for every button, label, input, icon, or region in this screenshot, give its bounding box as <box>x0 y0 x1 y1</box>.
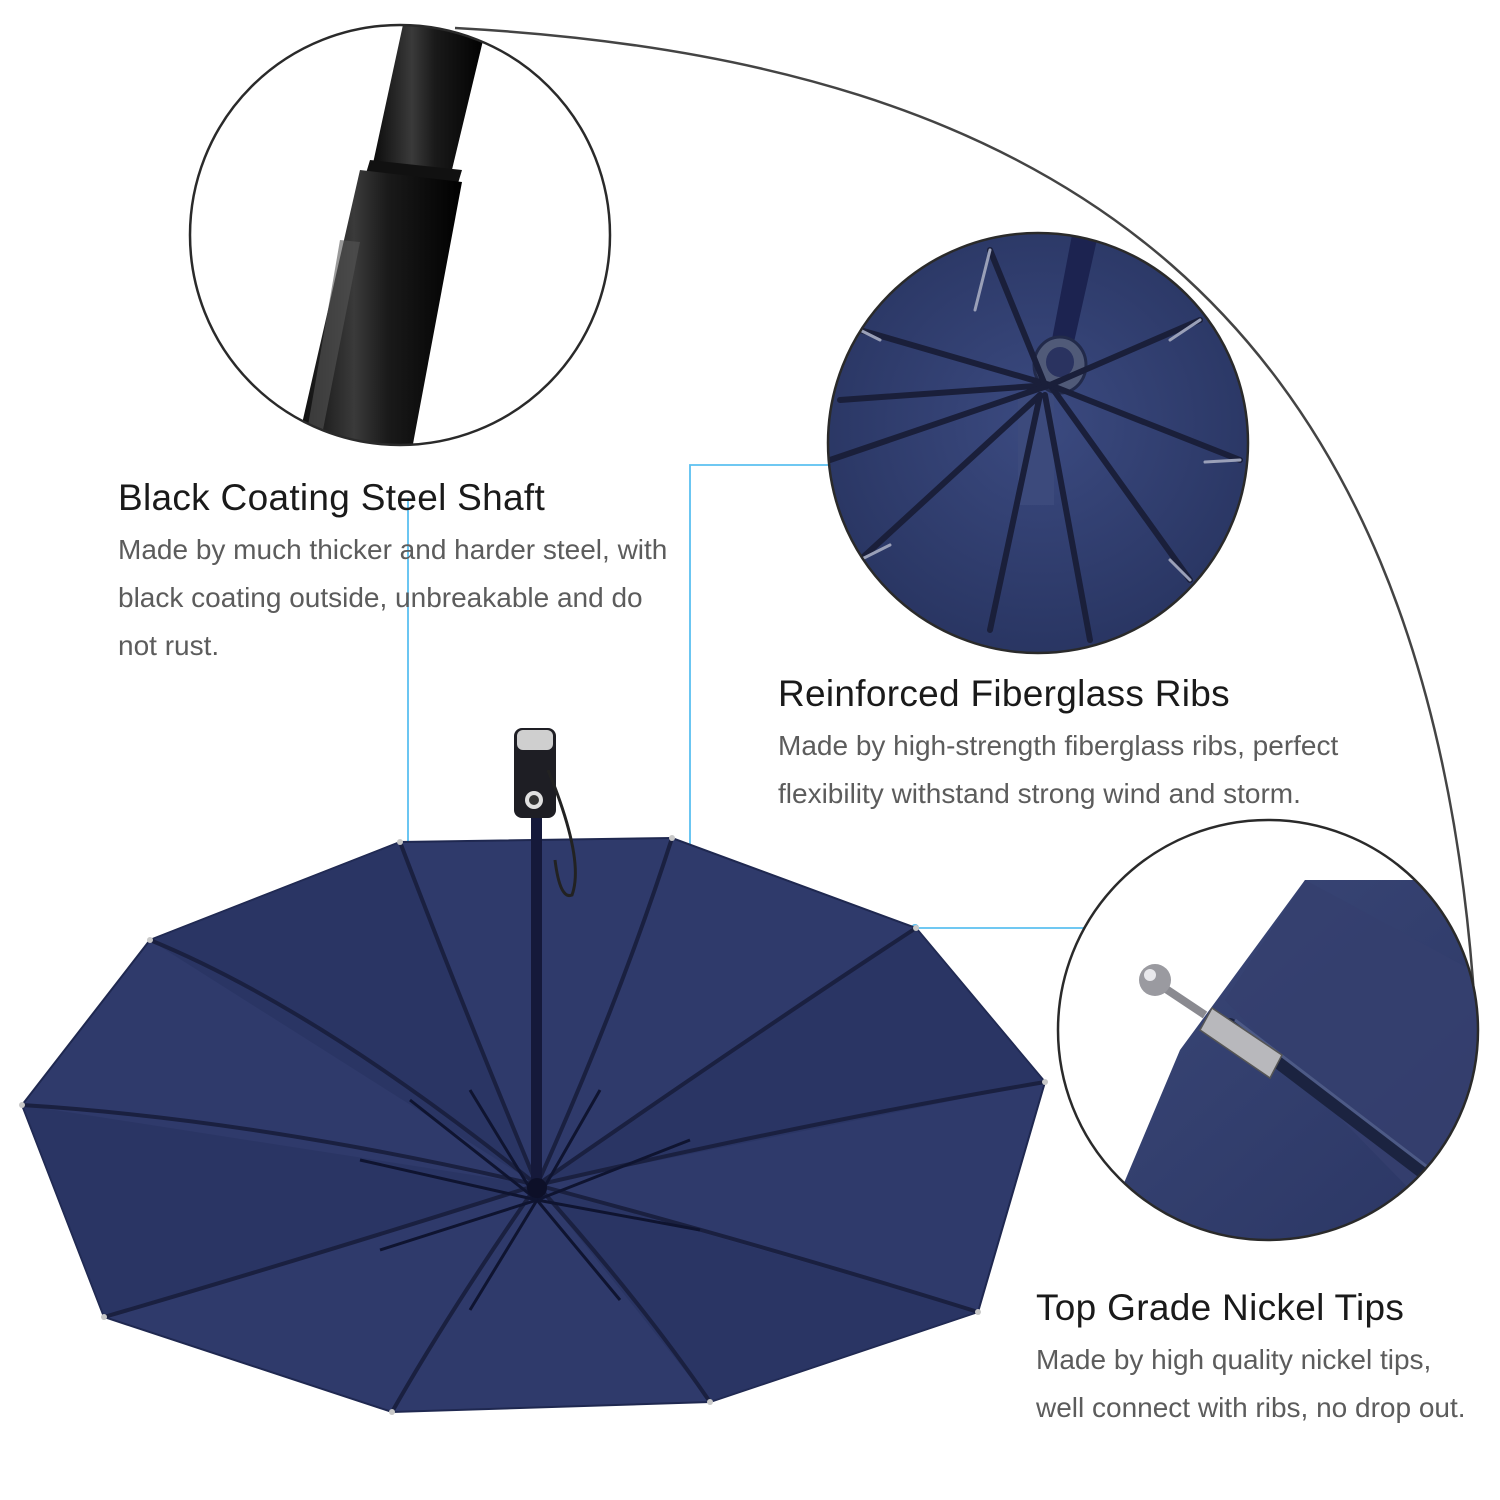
umbrella-illustration <box>19 728 1048 1415</box>
feature-tips: Top Grade Nickel Tips Made by high quali… <box>1036 1286 1486 1432</box>
umbrella-shaft <box>531 815 542 1190</box>
feature-shaft: Black Coating Steel Shaft Made by much t… <box>118 476 678 670</box>
ribs-closeup-icon <box>826 231 1250 655</box>
feature-shaft-title: Black Coating Steel Shaft <box>118 477 546 518</box>
feature-ribs-title: Reinforced Fiberglass Ribs <box>778 673 1230 714</box>
feature-ribs: Reinforced Fiberglass Ribs Made by high-… <box>778 672 1438 818</box>
feature-tips-title: Top Grade Nickel Tips <box>1036 1287 1405 1328</box>
feature-shaft-description: Made by much thicker and harder steel, w… <box>118 534 668 662</box>
feature-tips-description: Made by high quality nickel tips, well c… <box>1036 1344 1466 1424</box>
nickel-tip-closeup-icon <box>1056 818 1480 1242</box>
connector-curve <box>454 26 1477 1011</box>
feature-ribs-description: Made by high-strength fiberglass ribs, p… <box>778 730 1339 810</box>
shaft-closeup-icon <box>188 23 612 447</box>
umbrella-handle <box>514 728 556 818</box>
